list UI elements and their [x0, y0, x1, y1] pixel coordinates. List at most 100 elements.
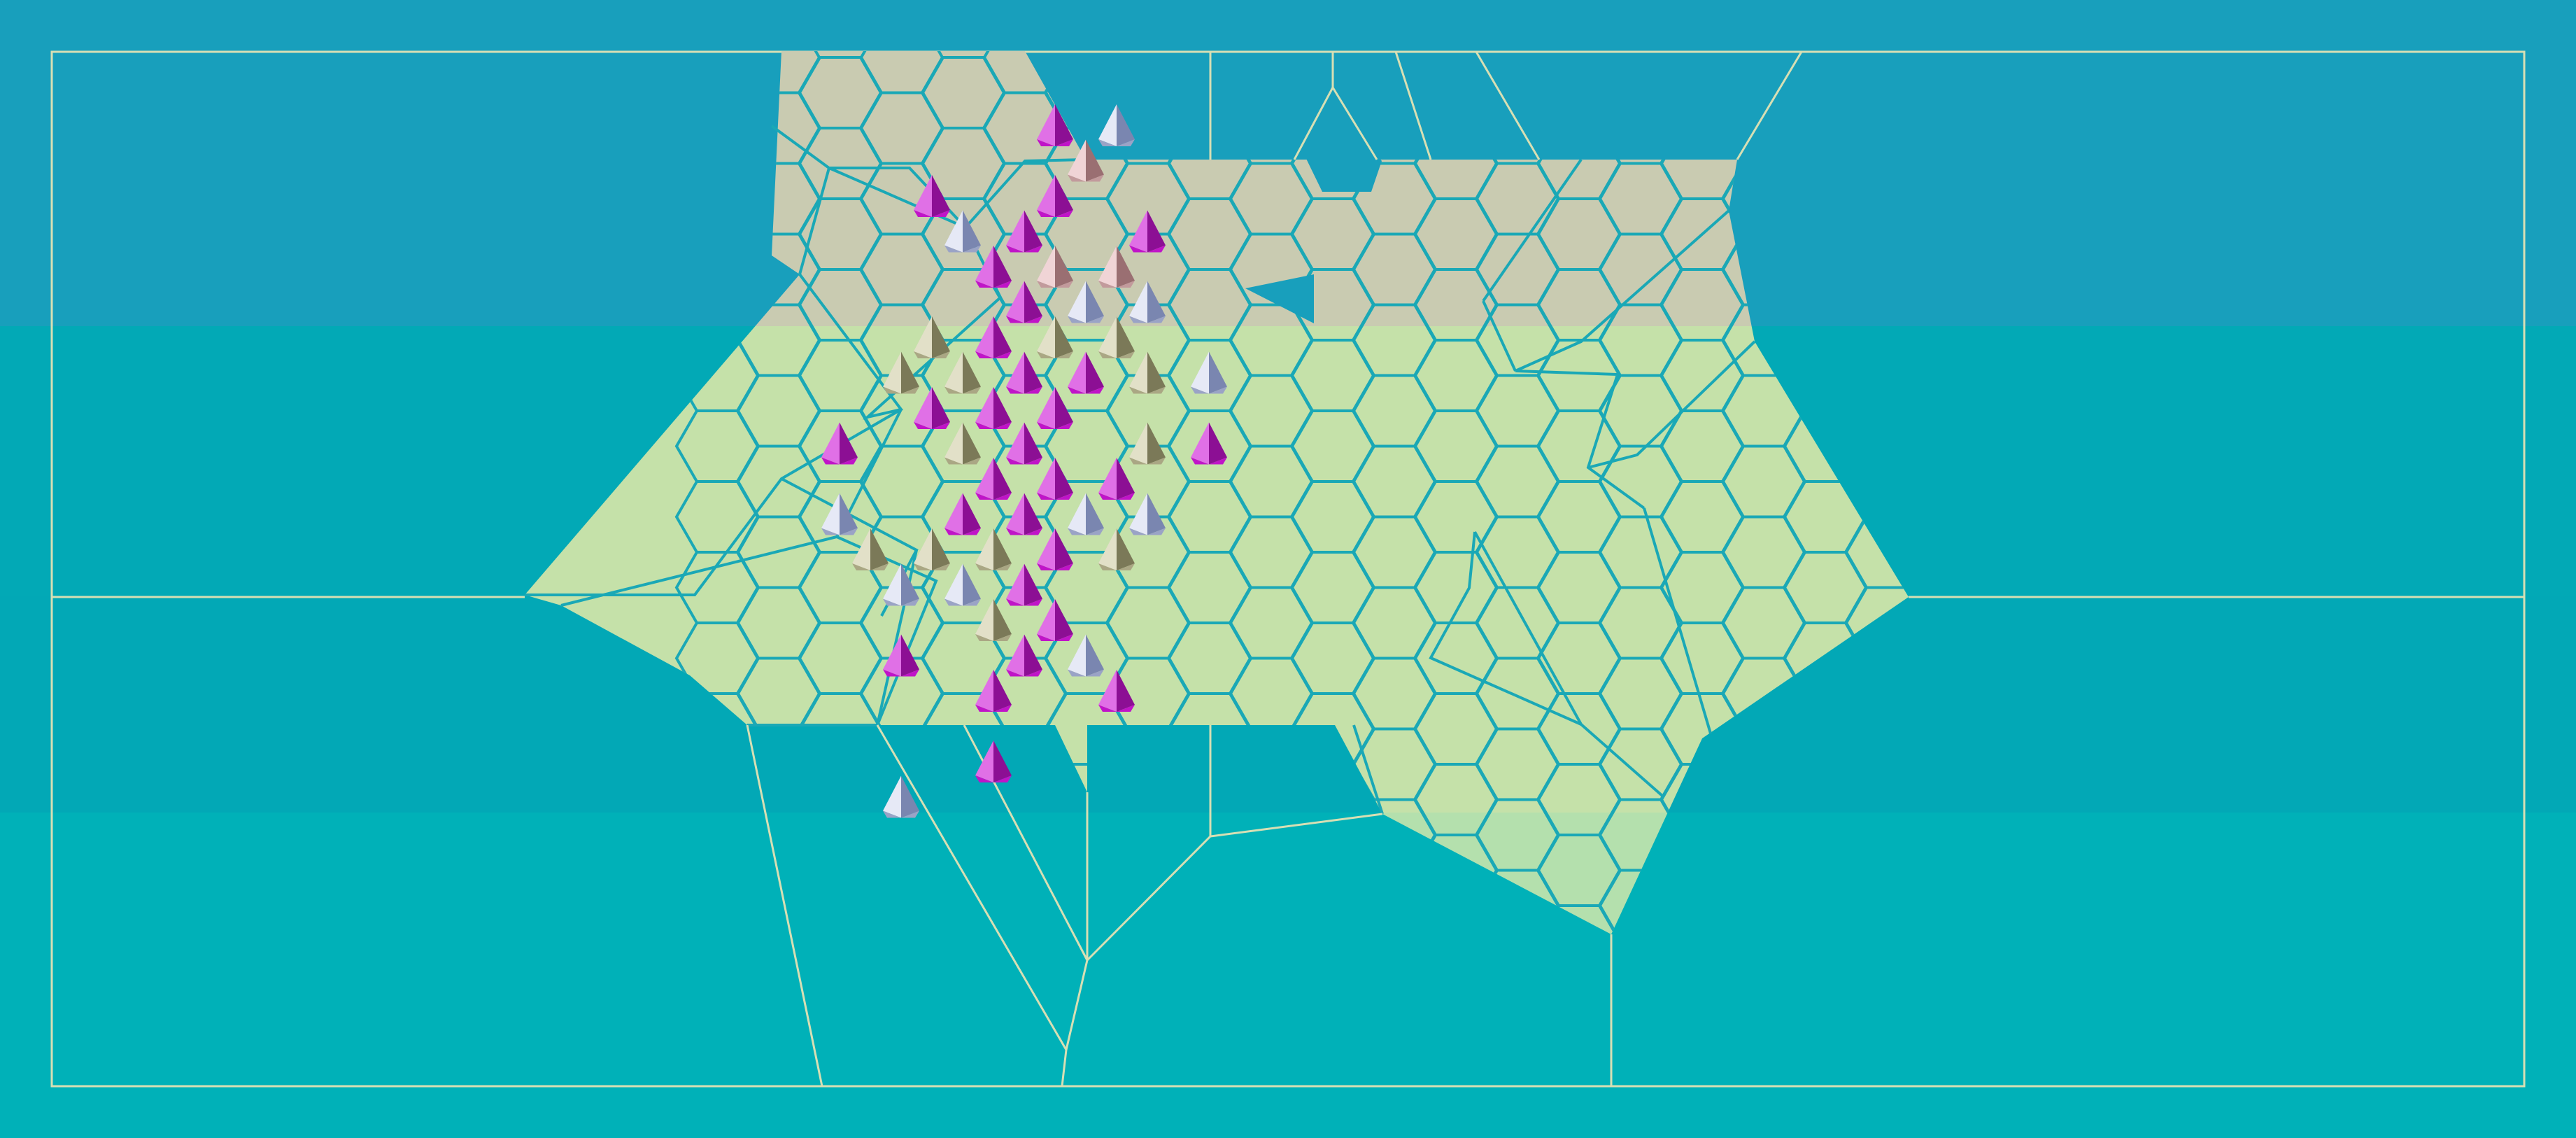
northern-inlet — [1297, 140, 1382, 192]
army-piece-magenta[interactable] — [1037, 599, 1073, 641]
army-piece-magenta[interactable] — [1037, 387, 1073, 429]
army-piece-magenta[interactable] — [1006, 351, 1042, 394]
pyramid-face — [1129, 422, 1147, 465]
army-piece-magenta[interactable] — [1037, 528, 1073, 570]
army-piece-magenta[interactable] — [1037, 458, 1073, 500]
army-piece-magenta[interactable] — [1006, 210, 1042, 253]
pyramid-face — [1117, 528, 1135, 570]
pyramid-face — [975, 705, 1012, 712]
army-piece-olive[interactable] — [1098, 528, 1135, 570]
army-piece-rose[interactable] — [1068, 139, 1104, 182]
pyramid-face — [1147, 281, 1166, 323]
pyramid-face — [1129, 493, 1147, 535]
army-piece-gray[interactable] — [1068, 493, 1104, 535]
pyramid-face — [1006, 281, 1024, 323]
pyramid-face — [1037, 139, 1073, 146]
army-piece-gray[interactable] — [883, 563, 919, 606]
army-piece-olive[interactable] — [975, 599, 1012, 641]
army-piece-olive[interactable] — [852, 528, 889, 570]
army-piece-magenta[interactable] — [883, 634, 919, 677]
pyramid-face — [1147, 422, 1166, 465]
pyramid-face — [1024, 634, 1042, 677]
army-piece-olive[interactable] — [883, 351, 919, 394]
army-piece-gray[interactable] — [1068, 634, 1104, 677]
army-piece-magenta[interactable] — [1006, 281, 1042, 323]
army-piece-olive[interactable] — [944, 351, 981, 394]
army-piece-rose[interactable] — [1037, 246, 1073, 288]
army-piece-magenta[interactable] — [975, 316, 1012, 358]
army-piece-magenta[interactable] — [1098, 458, 1135, 500]
army-piece-olive[interactable] — [1037, 316, 1073, 358]
pyramid-face — [963, 422, 981, 465]
pyramid-face — [975, 670, 993, 712]
army-piece-gray[interactable] — [1098, 104, 1135, 146]
pyramid-face — [1129, 281, 1147, 323]
pyramid-face — [1055, 599, 1073, 641]
territory-hex[interactable] — [1536, 904, 1622, 976]
pyramid-face — [944, 528, 981, 535]
pyramid-face — [821, 457, 858, 465]
pyramid-face — [1129, 210, 1147, 253]
pyramid-face — [883, 669, 919, 677]
pyramid-face — [963, 493, 981, 535]
pyramid-face — [1055, 246, 1073, 288]
pyramid-face — [914, 175, 932, 217]
army-piece-gray[interactable] — [944, 210, 981, 253]
army-piece-magenta[interactable] — [1006, 634, 1042, 677]
army-piece-gray[interactable] — [883, 775, 919, 818]
pyramid-face — [1098, 281, 1135, 288]
army-piece-olive[interactable] — [914, 528, 950, 570]
army-piece-olive[interactable] — [914, 316, 950, 358]
army-piece-magenta[interactable] — [1006, 493, 1042, 535]
pyramid-face — [1191, 457, 1227, 465]
army-pieces[interactable] — [821, 104, 1227, 818]
army-piece-magenta[interactable] — [1006, 422, 1042, 465]
pyramid-face — [975, 599, 993, 641]
army-piece-olive[interactable] — [1129, 422, 1166, 465]
army-piece-magenta[interactable] — [1037, 104, 1073, 146]
army-piece-magenta[interactable] — [914, 175, 950, 217]
pyramid-face — [1068, 281, 1086, 323]
pyramid-face — [975, 740, 993, 782]
army-piece-magenta[interactable] — [914, 387, 950, 429]
army-piece-magenta[interactable] — [1068, 351, 1104, 394]
pyramid-face — [914, 316, 932, 358]
army-piece-olive[interactable] — [975, 528, 1012, 570]
army-piece-magenta[interactable] — [944, 493, 981, 535]
pyramid-face — [1129, 386, 1166, 394]
pyramid-face — [975, 528, 993, 570]
pyramid-face — [914, 351, 950, 358]
army-piece-gray[interactable] — [944, 563, 981, 606]
army-piece-magenta[interactable] — [975, 740, 1012, 782]
pyramid-face — [1098, 246, 1117, 288]
army-piece-olive[interactable] — [944, 422, 981, 465]
pyramid-face — [883, 351, 901, 394]
army-piece-rose[interactable] — [1098, 246, 1135, 288]
army-piece-magenta[interactable] — [975, 670, 1012, 712]
army-piece-magenta[interactable] — [975, 458, 1012, 500]
army-piece-magenta[interactable] — [975, 246, 1012, 288]
army-piece-magenta[interactable] — [1129, 210, 1166, 253]
army-piece-magenta[interactable] — [1006, 563, 1042, 606]
pyramid-face — [1068, 174, 1104, 182]
army-piece-magenta[interactable] — [1191, 422, 1227, 465]
army-piece-gray[interactable] — [1129, 493, 1166, 535]
army-piece-olive[interactable] — [1098, 316, 1135, 358]
army-piece-gray[interactable] — [821, 493, 858, 535]
army-piece-magenta[interactable] — [1098, 670, 1135, 712]
army-piece-gray[interactable] — [1068, 281, 1104, 323]
army-piece-olive[interactable] — [1129, 351, 1166, 394]
pyramid-face — [901, 634, 919, 677]
pyramid-face — [1147, 493, 1166, 535]
pyramid-face — [932, 316, 950, 358]
pyramid-face — [1209, 351, 1227, 394]
army-piece-gray[interactable] — [1191, 351, 1227, 394]
army-piece-gray[interactable] — [1129, 281, 1166, 323]
pyramid-face — [1037, 599, 1055, 641]
army-piece-magenta[interactable] — [1037, 175, 1073, 217]
army-piece-magenta[interactable] — [821, 422, 858, 465]
army-piece-magenta[interactable] — [975, 387, 1012, 429]
sea-region-lines — [52, 51, 2524, 1087]
pyramid-face — [1068, 386, 1104, 394]
